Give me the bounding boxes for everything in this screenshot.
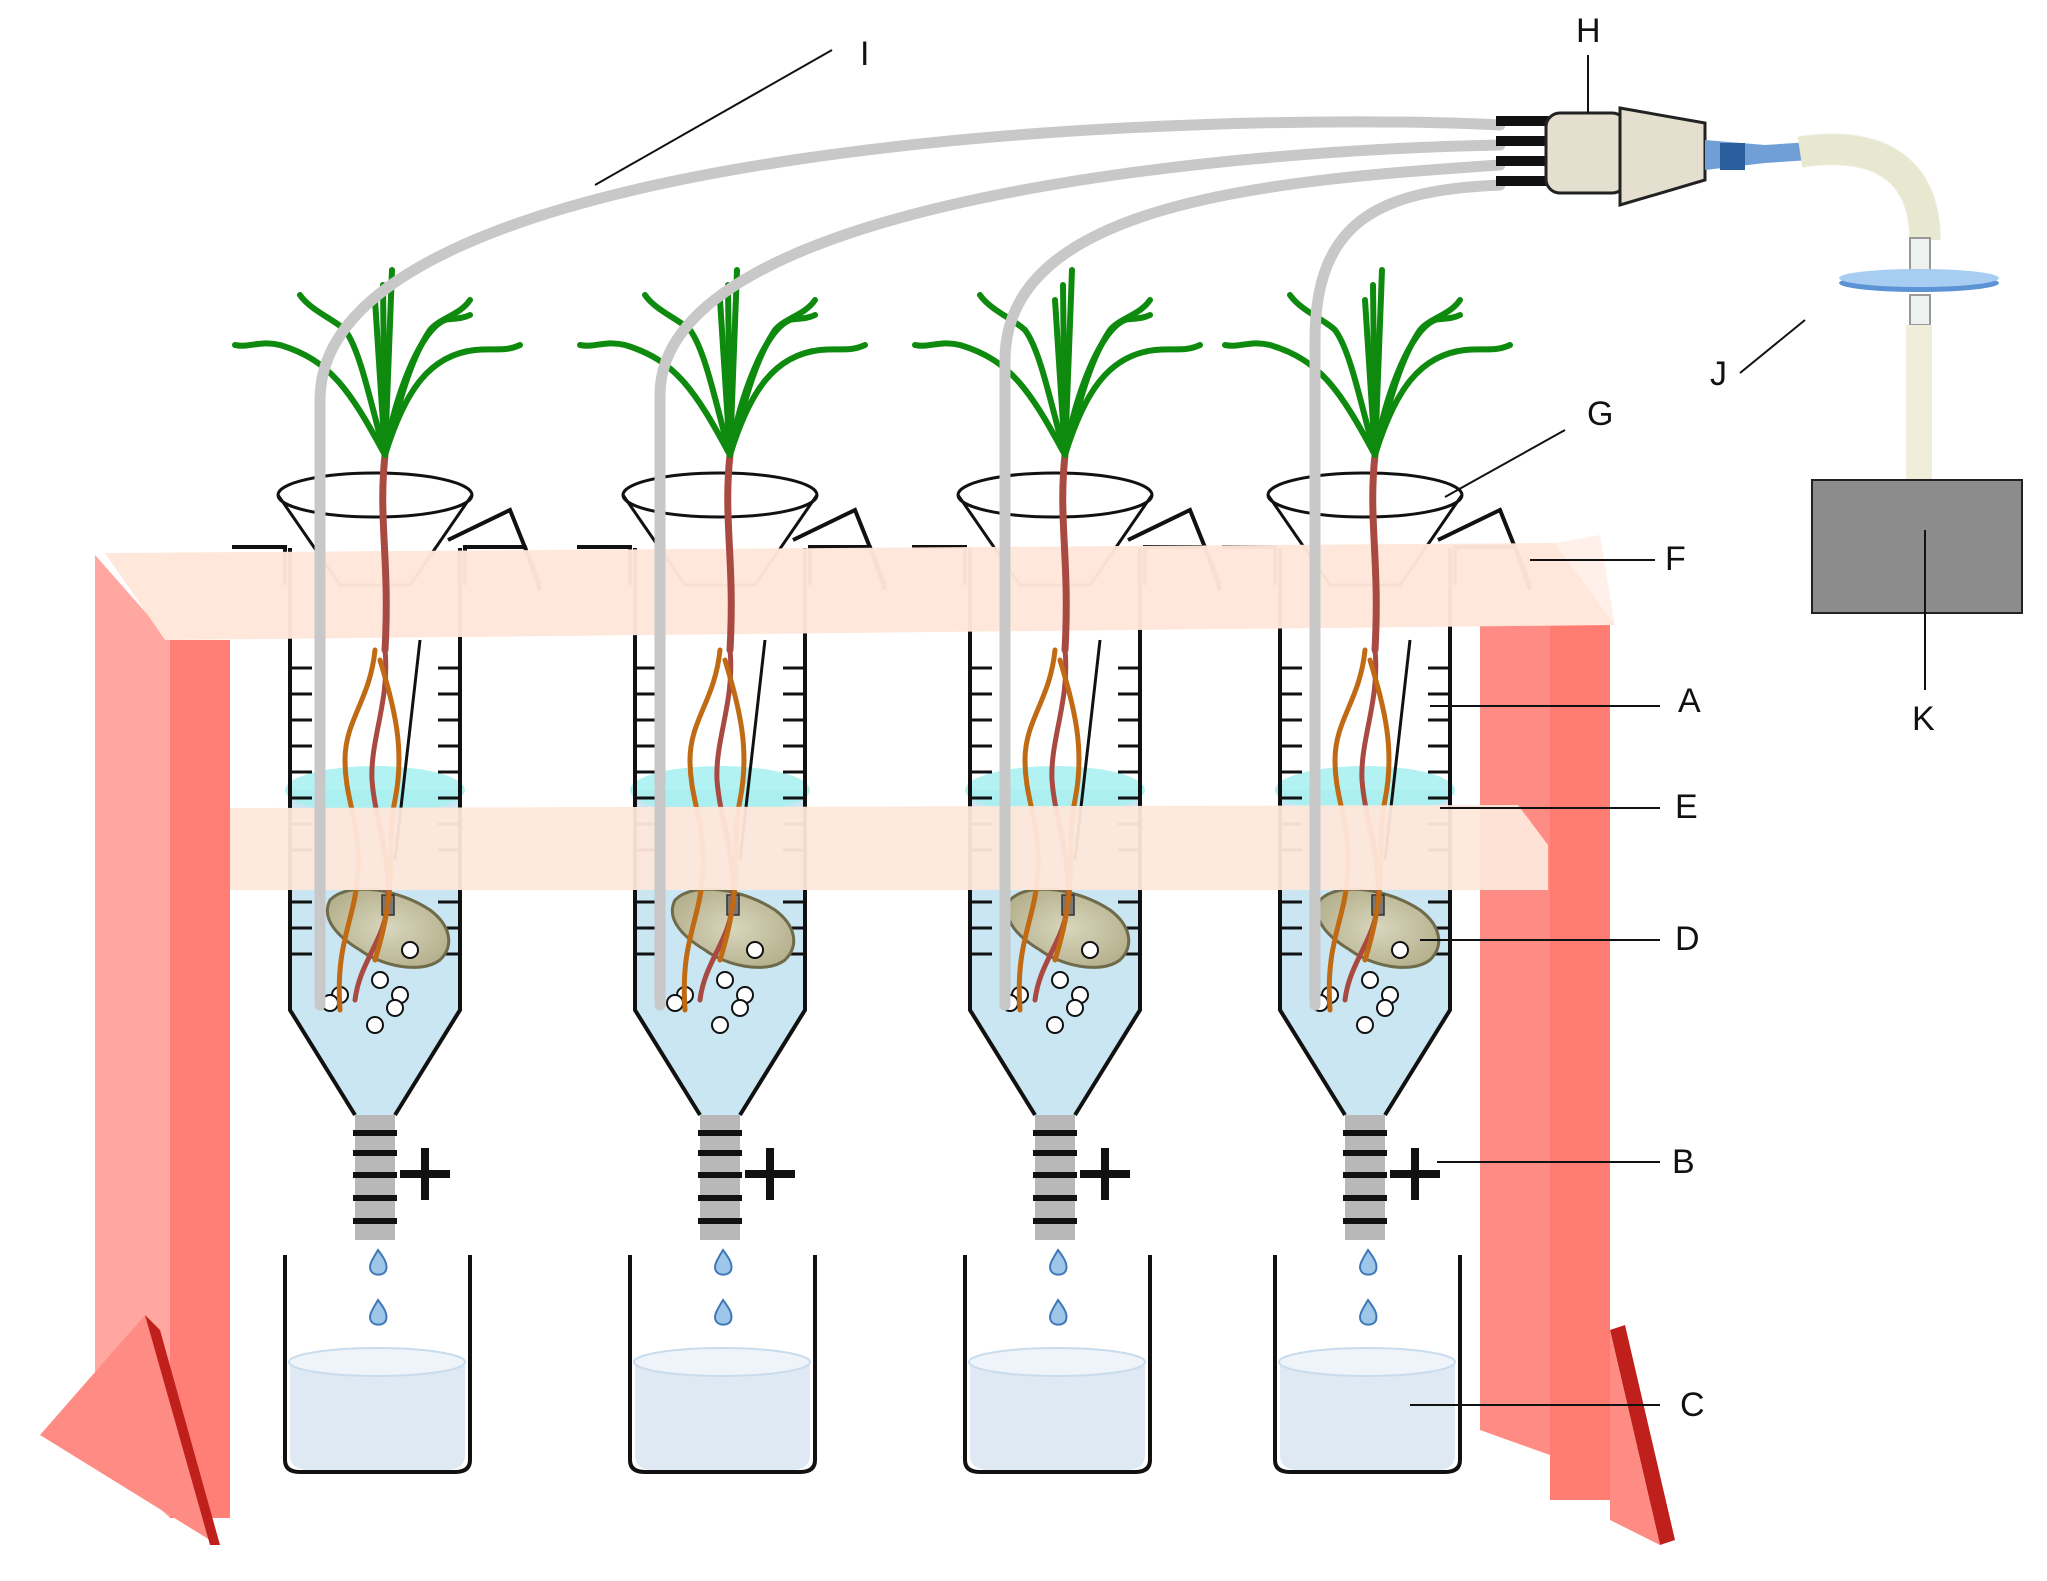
manifold-H bbox=[1496, 106, 1810, 208]
water-drops bbox=[1048, 1248, 1068, 1326]
water-drops bbox=[368, 1248, 388, 1326]
plant-shoot-2 bbox=[577, 267, 868, 654]
units-overlay bbox=[232, 267, 1513, 654]
air-filter-J bbox=[1839, 269, 1999, 292]
label-C: C bbox=[1680, 1386, 1705, 1424]
air-bubbles bbox=[1311, 941, 1409, 1034]
rack-left-foot bbox=[40, 1315, 220, 1545]
drain-valve bbox=[1343, 1115, 1440, 1240]
label-F: F bbox=[1665, 540, 1686, 578]
callout-labels: I H J K G F A E D B C bbox=[860, 12, 1935, 1424]
collection-beaker bbox=[283, 1255, 472, 1474]
air-tubing-I bbox=[314, 116, 1506, 1011]
plant-leaves bbox=[577, 267, 868, 458]
label-K: K bbox=[1912, 700, 1935, 738]
plant-shoot-4 bbox=[1222, 267, 1513, 654]
plant-leaves bbox=[912, 267, 1203, 458]
rack-right-foot bbox=[1610, 1325, 1675, 1545]
drain-valve bbox=[698, 1115, 795, 1240]
rack-left-post bbox=[95, 555, 230, 1518]
label-D: D bbox=[1675, 920, 1700, 958]
water-drops bbox=[713, 1248, 733, 1326]
label-H: H bbox=[1576, 12, 1601, 50]
rack-lower-shelf bbox=[230, 805, 1548, 890]
label-A: A bbox=[1678, 682, 1701, 720]
rack-right-post bbox=[1480, 625, 1610, 1500]
label-E: E bbox=[1675, 788, 1698, 826]
leader-lines bbox=[594, 49, 1926, 1406]
label-I: I bbox=[860, 35, 869, 73]
plant-leaves bbox=[1222, 267, 1513, 458]
collection-beaker bbox=[1273, 1255, 1462, 1474]
drain-valve bbox=[353, 1115, 450, 1240]
collection-beaker bbox=[628, 1255, 817, 1474]
plant-shoot-1 bbox=[232, 267, 523, 654]
drain-valve bbox=[1033, 1115, 1130, 1240]
label-J: J bbox=[1710, 355, 1727, 393]
water-drops bbox=[1358, 1248, 1378, 1326]
air-hose bbox=[1797, 133, 1941, 480]
label-B: B bbox=[1672, 1143, 1695, 1181]
air-bubbles bbox=[666, 941, 764, 1034]
plant-shoot-3 bbox=[912, 267, 1203, 654]
collection-beaker bbox=[963, 1255, 1152, 1474]
air-pump-K bbox=[1811, 479, 2023, 614]
plant-leaves bbox=[232, 267, 523, 458]
rack-upper-shelf bbox=[105, 535, 1615, 640]
label-G: G bbox=[1587, 395, 1613, 433]
